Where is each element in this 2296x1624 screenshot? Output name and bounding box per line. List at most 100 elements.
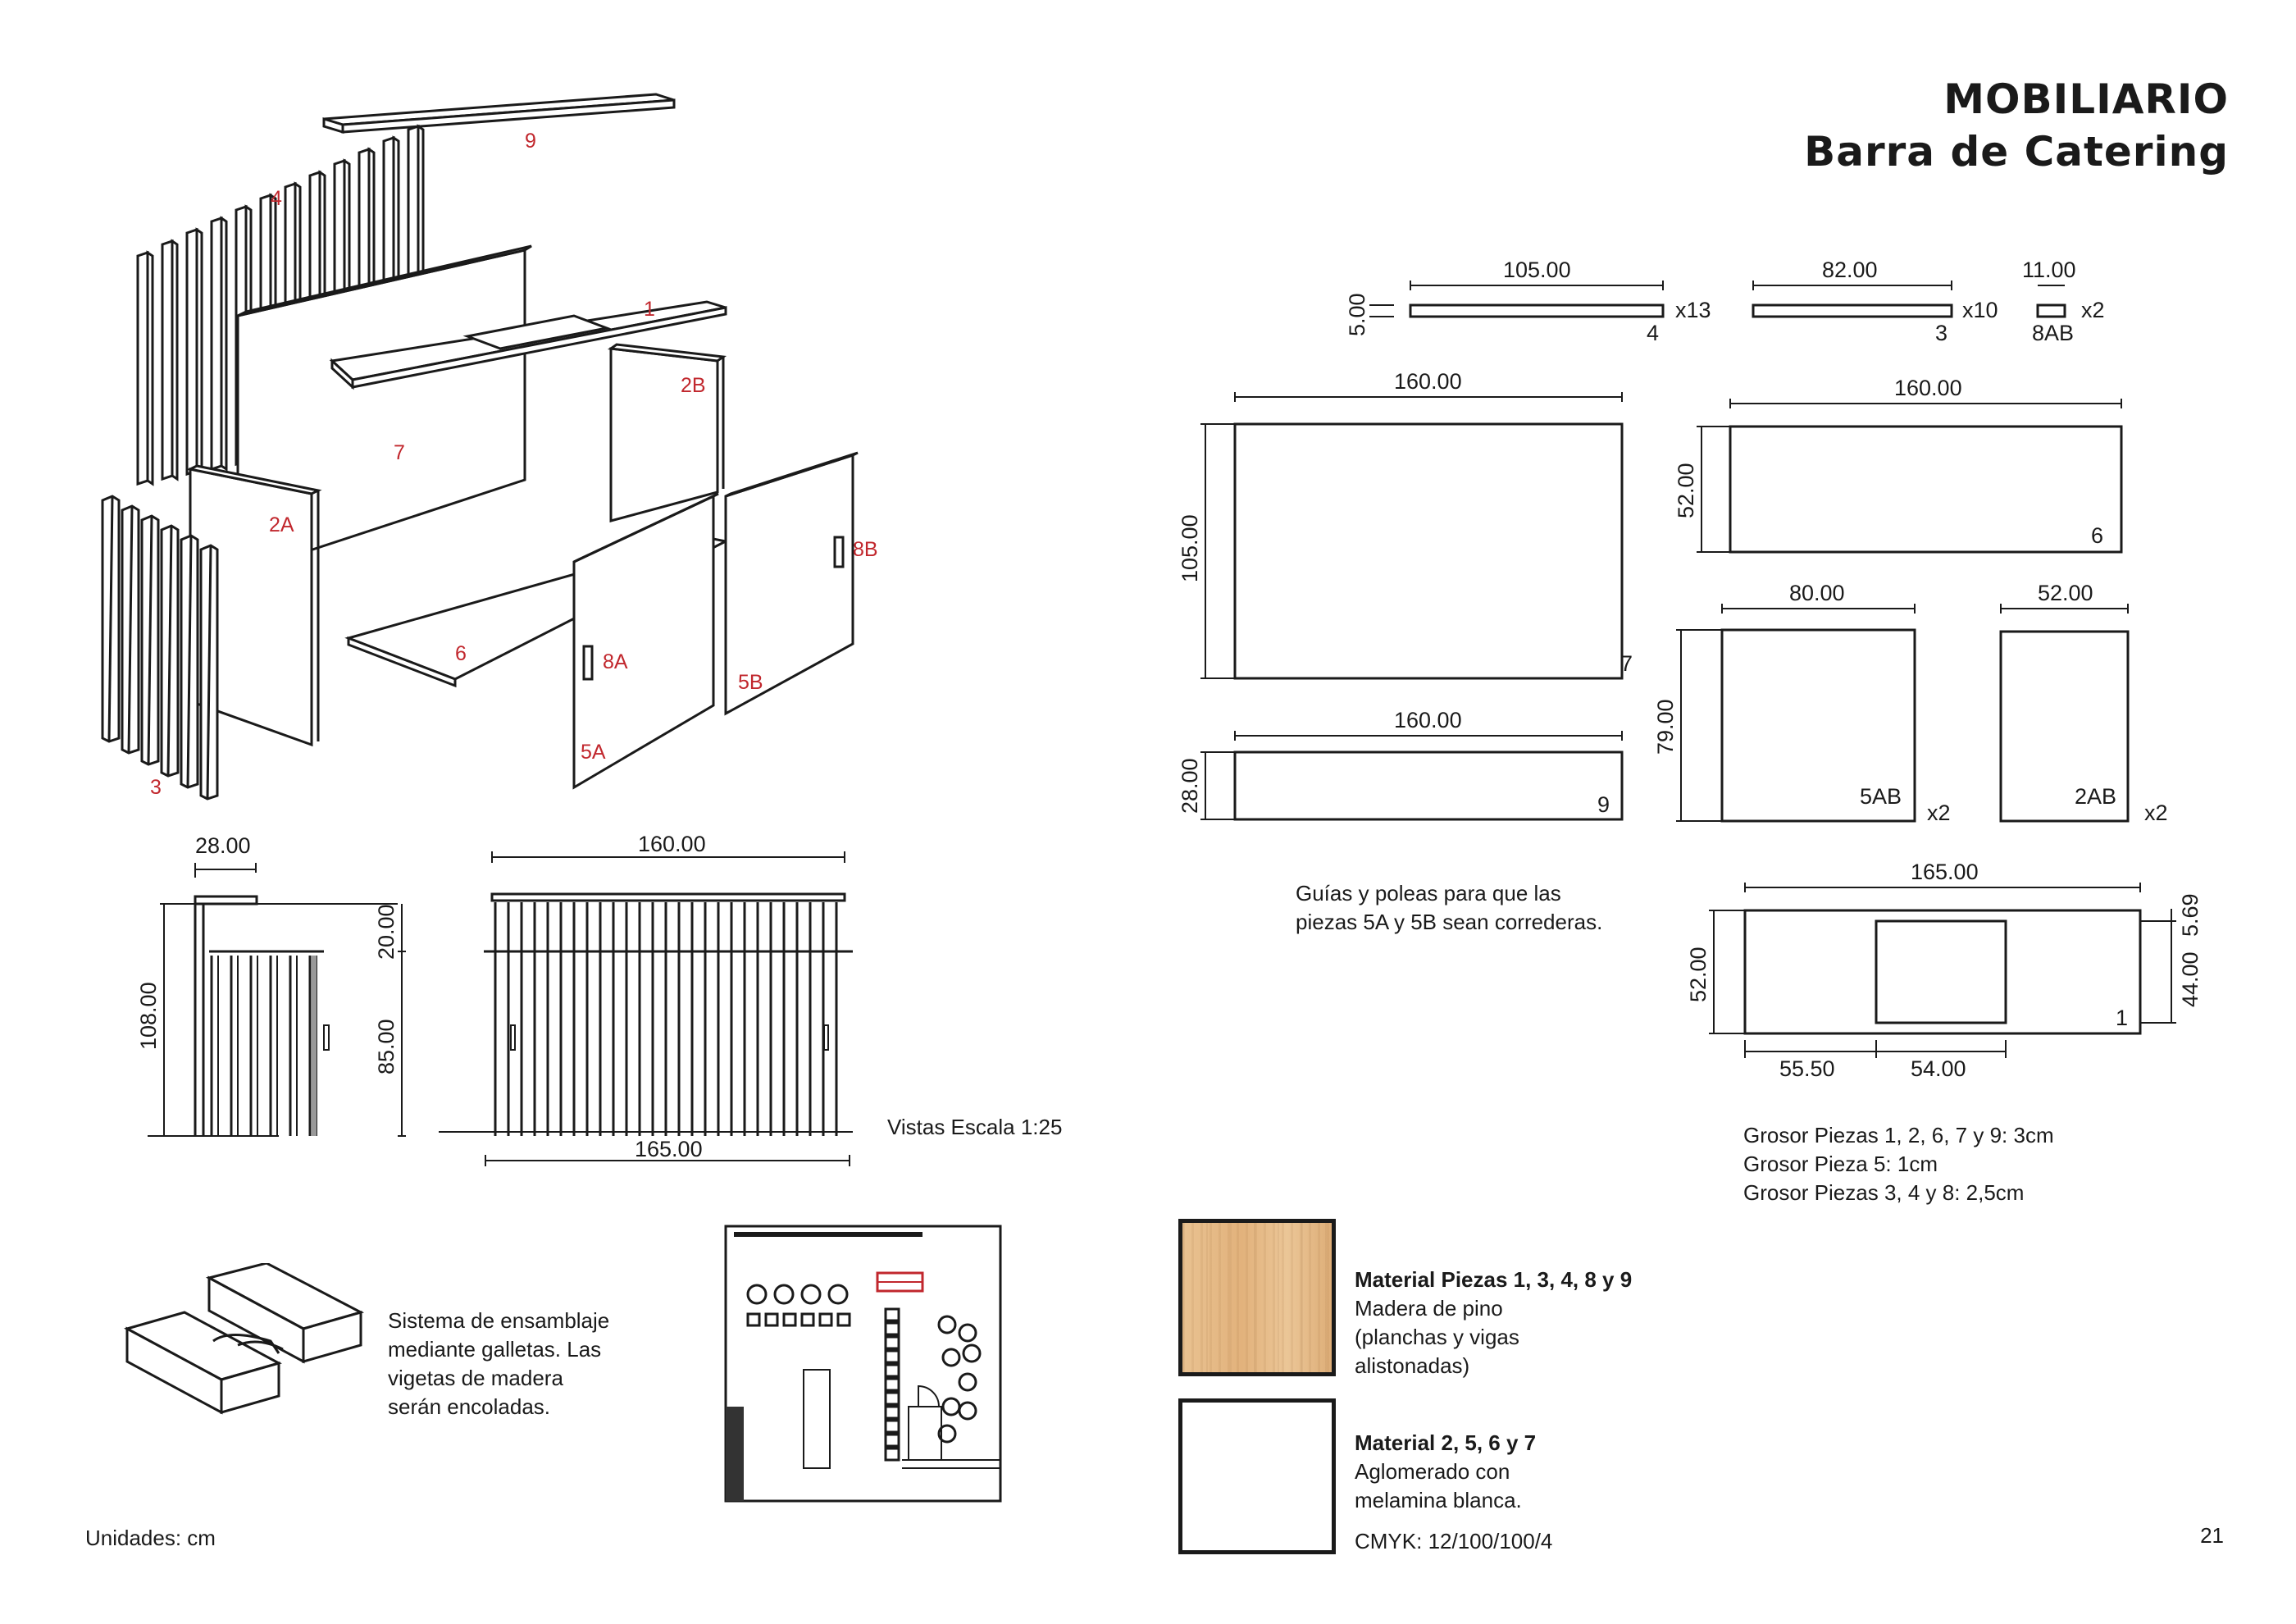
guides-note: Guías y poleas para que las piezas 5A y …: [1296, 879, 1602, 937]
assembly-line: Sistema de ensamblaje: [388, 1308, 610, 1333]
p4-count: x13: [1675, 298, 1711, 322]
slat-3: [180, 534, 199, 789]
p9-id: 9: [1597, 792, 1610, 817]
piece-6: [1697, 399, 2123, 554]
p3-length: 82.00: [1822, 258, 1878, 282]
p1-hole: 54.00: [1911, 1056, 1966, 1081]
slat-3: [101, 495, 121, 743]
side-height-dim: 108.00: [136, 982, 161, 1050]
label-9: 9: [525, 130, 536, 153]
piece-4: [1369, 281, 1665, 318]
assembly-line: mediante galletas. Las: [388, 1337, 602, 1362]
exploded-view: 9 4 1 2B 7 2A 8B 6 8A 5B 5A 3: [101, 93, 878, 801]
label-7: 7: [394, 441, 405, 464]
front-view: [439, 851, 853, 1166]
assembly-line: vigetas de madera: [388, 1366, 563, 1390]
piece-5b-drawing: [724, 451, 859, 716]
front-bottom-dim: 165.00: [635, 1137, 703, 1161]
p1-width: 165.00: [1911, 860, 1979, 884]
p6-id: 6: [2091, 523, 2103, 548]
p8-id: 8AB: [2032, 321, 2074, 345]
label-2a: 2A: [269, 513, 294, 536]
piece-3: [1752, 281, 1953, 318]
elevation-views: 28.00 108.00 20.00 85.00 160.00 165.00: [136, 832, 853, 1166]
material-2-line: melamina blanca.: [1355, 1488, 1522, 1512]
p6-height: 52.00: [1674, 463, 1698, 518]
piece-3-slats: [101, 495, 219, 801]
side-width-dim: 28.00: [195, 833, 251, 858]
slat-3: [160, 524, 180, 778]
material-1-line: alistonadas): [1355, 1353, 1470, 1378]
assembly-note: Sistema de ensamblaje mediante galletas.…: [388, 1307, 609, 1421]
p9-width: 160.00: [1394, 708, 1462, 732]
scale-note: Vistas Escala 1:25: [887, 1115, 1063, 1139]
material-swatch-melamine: [1178, 1398, 1336, 1554]
p7-height: 105.00: [1178, 514, 1202, 582]
material-1-line: Madera de pino: [1355, 1296, 1503, 1321]
label-5b: 5B: [738, 671, 763, 694]
units-note: Unidades: cm: [85, 1526, 216, 1550]
material-1-text: Material Piezas 1, 3, 4, 8 y 9 Madera de…: [1355, 1266, 1632, 1380]
p6-width: 160.00: [1894, 376, 1962, 400]
material-2-line: Aglomerado con: [1355, 1459, 1510, 1484]
assembly-line: serán encoladas.: [388, 1394, 551, 1419]
thickness-line: Grosor Piezas 3, 4 y 8: 2,5cm: [1743, 1180, 2025, 1205]
biscuit-joint-drawing: [124, 1263, 365, 1415]
thickness-line: Grosor Piezas 1, 2, 6, 7 y 9: 3cm: [1743, 1123, 2054, 1147]
slat-3: [121, 504, 140, 755]
p1-offset: 5.69: [2178, 893, 2203, 937]
p8-count: x2: [2081, 298, 2105, 322]
p1-left: 55.50: [1779, 1056, 1835, 1081]
side-body-dim: 85.00: [374, 1019, 399, 1074]
p2-count: x2: [2144, 801, 2168, 825]
piece-1: [1709, 883, 2176, 1058]
page-title: MOBILIARIO: [1943, 75, 2229, 123]
front-top-dim: 160.00: [638, 832, 706, 856]
label-1: 1: [644, 298, 655, 321]
piece-5a-drawing: [572, 492, 719, 790]
page-number: 21: [2200, 1523, 2224, 1548]
piece-2a-drawing: [186, 464, 322, 747]
label-2b: 2B: [681, 374, 706, 397]
p3-id: 3: [1935, 321, 1947, 345]
piece-5ab: [1676, 604, 1916, 823]
material-1-line: (planchas y vigas: [1355, 1325, 1519, 1349]
p5-id: 5AB: [1860, 784, 1902, 809]
piece-9-drawing: [322, 93, 676, 135]
piece-drawings: 105.00 5.00 x13 4 82.00 x10 3 11.00 x2 8…: [1178, 258, 2203, 1081]
p1-id: 1: [2116, 1006, 2128, 1030]
material-1-title: Material Piezas 1, 3, 4, 8 y 9: [1355, 1267, 1633, 1292]
thickness-line: Grosor Pieza 5: 1cm: [1743, 1152, 1938, 1176]
side-view: [148, 863, 406, 1137]
slat-4: [210, 216, 228, 472]
p4-height: 5.00: [1345, 293, 1369, 336]
p5-height: 79.00: [1653, 699, 1678, 755]
p1-inner-height: 44.00: [2178, 951, 2203, 1007]
material-2-text: Material 2, 5, 6 y 7 Aglomerado con mela…: [1355, 1429, 1536, 1515]
label-3: 3: [150, 776, 162, 799]
p5-count: x2: [1927, 801, 1951, 825]
p2-width: 52.00: [2038, 581, 2093, 605]
guides-line: piezas 5A y 5B sean correderas.: [1296, 910, 1603, 934]
label-8b: 8B: [853, 538, 878, 561]
material-swatch-pine: [1178, 1219, 1336, 1376]
cmyk-note: CMYK: 12/100/100/4: [1355, 1529, 1553, 1553]
label-5a: 5A: [581, 741, 606, 764]
p4-id: 4: [1647, 321, 1659, 345]
p7-id: 7: [1620, 651, 1633, 676]
piece-2b-drawing: [607, 343, 727, 522]
label-6: 6: [455, 642, 467, 665]
material-2-title: Material 2, 5, 6 y 7: [1355, 1430, 1537, 1455]
p3-count: x10: [1962, 298, 1998, 322]
p5-width: 80.00: [1789, 581, 1845, 605]
p4-length: 105.00: [1503, 258, 1571, 282]
slat-3: [199, 544, 219, 801]
thickness-note: Grosor Piezas 1, 2, 6, 7 y 9: 3cm Grosor…: [1743, 1121, 2054, 1207]
p8-length: 11.00: [2022, 258, 2076, 282]
guides-line: Guías y poleas para que las: [1296, 881, 1561, 906]
piece-2ab: [1999, 604, 2130, 823]
piece-9: [1200, 731, 1624, 821]
piece-8ab: [2036, 285, 2066, 318]
label-8a: 8A: [603, 650, 628, 673]
floor-plan: [724, 1225, 1002, 1503]
